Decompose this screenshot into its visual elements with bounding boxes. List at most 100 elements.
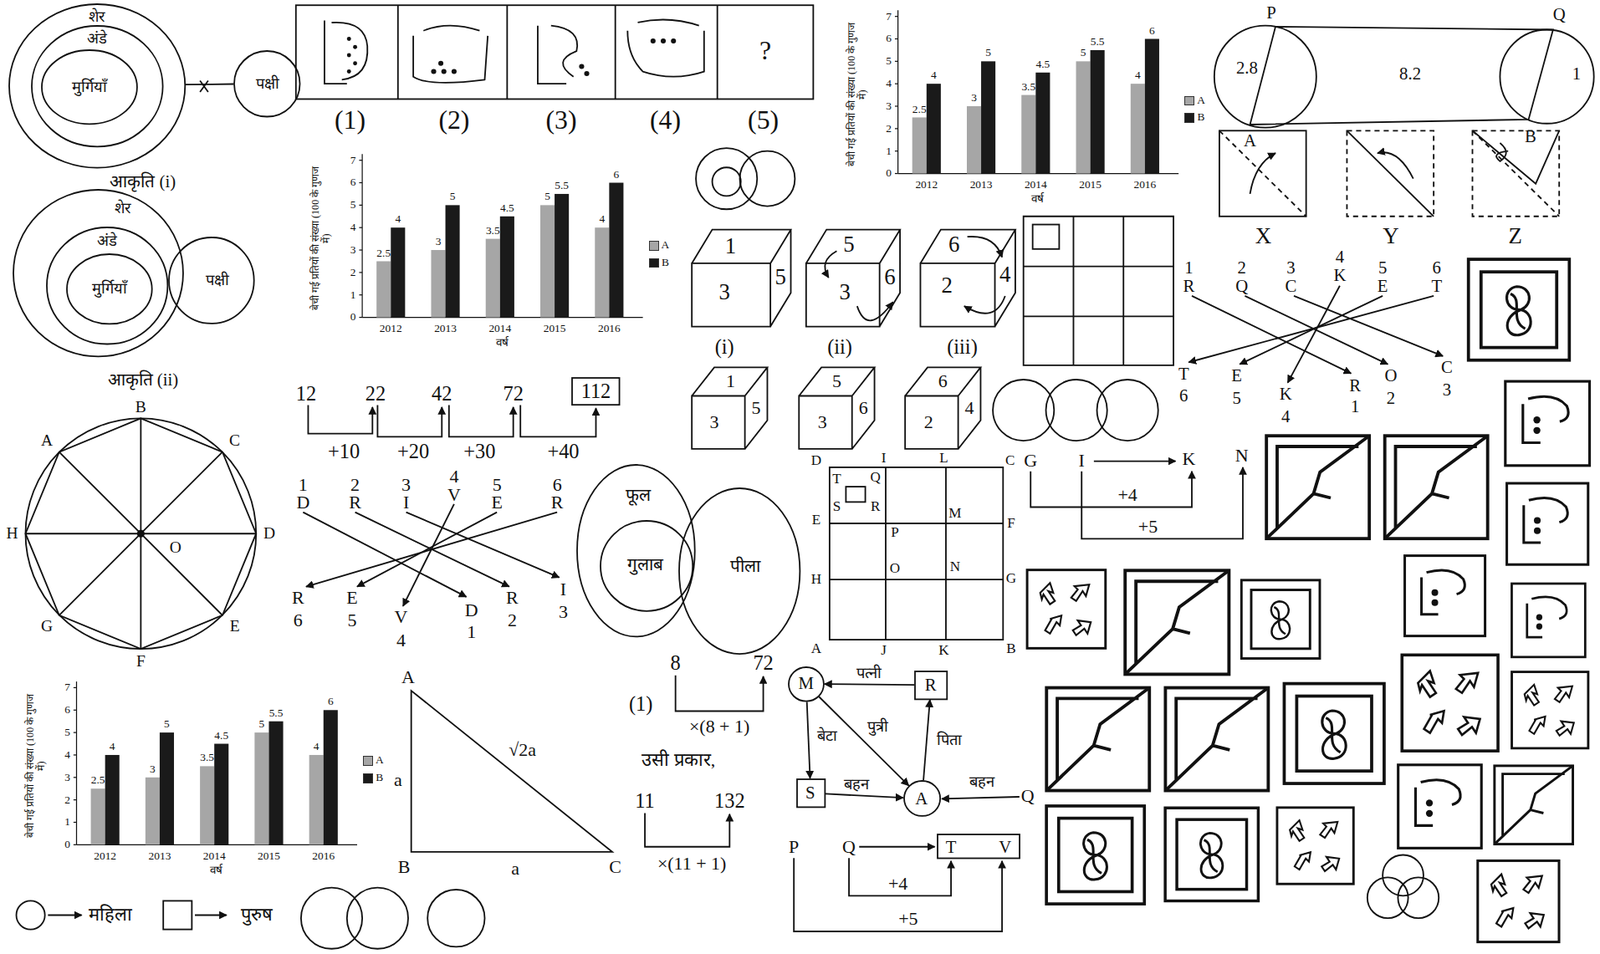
label-text-holder: 3 xyxy=(1286,257,1295,277)
label-text: 2 xyxy=(1237,257,1247,277)
label-text: 3 xyxy=(149,762,156,776)
edge-label-holder: पत्नी xyxy=(854,664,884,682)
label-text: +4 xyxy=(1117,484,1137,506)
label-text: 4 xyxy=(1134,68,1141,82)
connector xyxy=(824,683,915,686)
connector xyxy=(807,701,811,779)
label-text-holder: 2013 xyxy=(148,849,172,863)
label-text-holder: बेची गई प्रतियों की संख्या (100 के गुणज … xyxy=(310,162,333,316)
legend-text-holder: A xyxy=(375,754,384,767)
node-text-holder: अंडे xyxy=(86,30,108,47)
circle-outline xyxy=(168,237,255,324)
label-text: √2a xyxy=(508,739,537,761)
label-text: 0 xyxy=(350,310,357,323)
label-text-holder: 5 xyxy=(885,55,892,68)
label-text: 3 xyxy=(710,411,720,433)
label-text-holder: 2015 xyxy=(1078,178,1102,191)
label-text: 1 xyxy=(350,287,357,301)
label-text-holder: F xyxy=(136,652,146,670)
label-text-holder: 6 xyxy=(1149,24,1156,37)
label-text: D xyxy=(263,524,276,542)
label-text-holder: C xyxy=(229,431,241,450)
circle-node: मुर्गियाँ xyxy=(66,253,154,325)
chart-layer xyxy=(73,10,1179,845)
bar xyxy=(554,194,569,318)
circle-node: M xyxy=(787,666,825,703)
connector xyxy=(923,700,931,781)
label-text: A xyxy=(1243,131,1257,150)
legend-text: पुरुष xyxy=(240,904,273,926)
label-text-holder: 4 xyxy=(396,630,406,651)
legend-shapes xyxy=(16,900,227,930)
node-text-holder: मुर्गियाँ xyxy=(92,280,128,297)
label-text-holder: 1 xyxy=(1350,396,1360,416)
label-text: 1 xyxy=(1572,63,1581,82)
label-text-holder: S xyxy=(833,499,842,516)
label-text-holder: 1 xyxy=(298,474,308,495)
label-text-holder: (4) xyxy=(649,106,681,136)
label-text: 2016 xyxy=(1133,177,1156,190)
label-text: I xyxy=(881,449,887,466)
label-text-holder: 1 xyxy=(725,371,736,392)
label-text-holder: 5 xyxy=(1080,46,1087,60)
label-text: 2012 xyxy=(379,321,403,334)
label-text-holder: 5 xyxy=(350,199,357,212)
bar xyxy=(981,61,996,174)
label-text-holder: E xyxy=(1231,366,1243,386)
label-text-holder: 4 xyxy=(1134,69,1141,82)
label-text: 3.5 xyxy=(485,223,501,236)
bar xyxy=(1076,61,1091,174)
label-text: Z xyxy=(1508,223,1523,249)
label-text: 72 xyxy=(502,382,523,405)
label-text: वर्ष xyxy=(209,863,223,876)
axis-tick xyxy=(894,61,899,62)
label-text: Q xyxy=(1021,785,1035,807)
label-text-holder: बहन xyxy=(969,772,995,790)
label-text-holder: 5 xyxy=(544,190,551,204)
label-text-holder: 1 xyxy=(885,144,892,158)
label-text: R xyxy=(1349,376,1361,395)
label-text: 2013 xyxy=(148,848,172,862)
bar xyxy=(268,721,283,846)
label-text: 2014 xyxy=(203,848,226,862)
label-text-holder: 4 xyxy=(449,466,459,487)
label-text: Y xyxy=(1382,223,1399,249)
axis-tick xyxy=(894,15,899,17)
label-text: X xyxy=(1255,223,1272,249)
node-text-holder: मुर्गियाँ xyxy=(71,78,108,96)
label-text: 4 xyxy=(313,740,320,753)
label-text-holder: उसी प्रकार, xyxy=(641,750,716,771)
label-text-holder: (5) xyxy=(747,106,779,136)
label-text: 2014 xyxy=(1024,177,1048,190)
bar xyxy=(445,204,461,317)
label-text-holder: 2016 xyxy=(1133,178,1156,191)
edge-label: पत्नी xyxy=(854,664,884,682)
node-text-holder: T xyxy=(945,837,957,857)
label-text: +40 xyxy=(546,439,579,463)
axis-tick xyxy=(73,687,77,689)
label-text-holder: F xyxy=(1007,515,1016,532)
label-text: 3 xyxy=(885,99,892,113)
label-text: +5 xyxy=(1138,515,1158,537)
label-text: 5 xyxy=(1231,388,1241,407)
label-text: 1 xyxy=(725,370,736,392)
label-text-holder: (ii) xyxy=(827,335,853,358)
label-text-holder: K xyxy=(1333,265,1346,286)
label-text: 6 xyxy=(858,397,869,419)
label-text-holder: +5 xyxy=(1138,516,1158,537)
label-text-holder: Q xyxy=(842,837,856,858)
bar xyxy=(594,227,609,317)
label-text-holder: 6 xyxy=(327,695,334,709)
y-axis xyxy=(361,153,363,317)
label-text-holder: E xyxy=(1377,276,1389,296)
label-text-holder: N xyxy=(1235,445,1249,466)
label-text: 2 xyxy=(924,411,934,433)
label-text: Q xyxy=(1235,276,1248,295)
label-text: O xyxy=(1384,366,1397,385)
label-text: (1) xyxy=(334,105,366,135)
label-text: 2.5 xyxy=(91,773,106,787)
label-text-holder: (iii) xyxy=(946,335,978,358)
label-text: 11 xyxy=(634,788,655,812)
